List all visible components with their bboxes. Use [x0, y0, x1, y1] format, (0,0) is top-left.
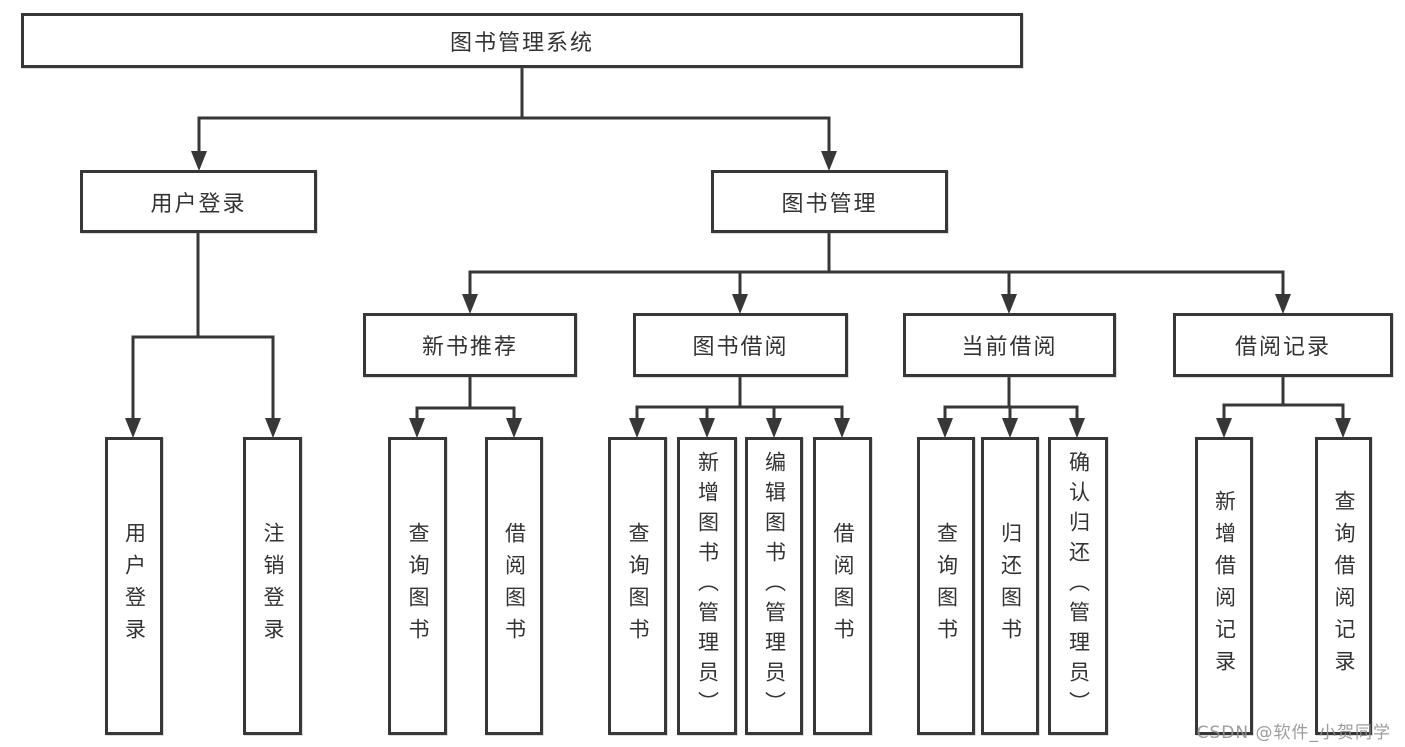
node-book-management-label: 图书管理: [781, 191, 878, 217]
leaf-return-books: 归还图书: [981, 437, 1039, 735]
leaf-borrow-books-1: 借阅图书: [485, 437, 543, 735]
leaf-confirm-return-admin-label: 确认归还（管理员）: [1066, 451, 1091, 721]
leaf-borrow-books-1-label: 借阅图书: [502, 522, 527, 650]
leaf-query-books-2: 查询图书: [608, 437, 667, 735]
leaf-return-books-label: 归还图书: [998, 522, 1023, 650]
node-borrow-records-label: 借阅记录: [1234, 335, 1331, 360]
node-user-login-label: 用户登录: [150, 191, 247, 217]
leaf-query-books-1-label: 查询图书: [406, 522, 430, 650]
leaf-user-login: 用户登录: [105, 437, 163, 735]
node-root: 图书管理系统: [21, 13, 1023, 68]
node-book-borrow: 图书借阅: [633, 313, 848, 377]
leaf-user-login-label: 用户登录: [122, 522, 147, 650]
leaf-query-borrow-record-label: 查询借阅记录: [1332, 490, 1356, 682]
leaf-borrow-books-2-label: 借阅图书: [831, 522, 855, 650]
leaf-add-book-admin-label: 新增图书（管理员）: [695, 451, 720, 721]
node-new-book-recommend: 新书推荐: [363, 313, 577, 377]
leaf-add-borrow-record: 新增借阅记录: [1195, 437, 1253, 735]
leaf-query-books-3: 查询图书: [917, 437, 975, 735]
leaf-logout: 注销登录: [243, 437, 302, 735]
node-borrow-records: 借阅记录: [1173, 313, 1393, 377]
leaf-edit-book-admin-label: 编辑图书（管理员）: [762, 451, 787, 721]
leaf-query-books-1: 查询图书: [388, 437, 447, 735]
node-book-borrow-label: 图书借阅: [692, 335, 789, 360]
leaf-query-books-2-label: 查询图书: [626, 522, 650, 650]
node-user-login: 用户登录: [80, 170, 317, 233]
leaf-logout-label: 注销登录: [261, 522, 285, 650]
node-root-label: 图书管理系统: [449, 30, 594, 56]
leaf-edit-book-admin: 编辑图书（管理员）: [745, 437, 803, 735]
leaf-borrow-books-2: 借阅图书: [813, 437, 872, 735]
leaf-add-book-admin: 新增图书（管理员）: [677, 437, 737, 735]
csdn-watermark: CSDN @软件_小贺同学: [1196, 723, 1391, 743]
leaf-confirm-return-admin: 确认归还（管理员）: [1048, 437, 1108, 735]
node-current-borrow: 当前借阅: [903, 313, 1116, 377]
leaf-query-books-3-label: 查询图书: [934, 522, 959, 650]
node-current-borrow-label: 当前借阅: [961, 335, 1058, 360]
leaf-add-borrow-record-label: 新增借阅记录: [1212, 490, 1237, 682]
node-book-management: 图书管理: [711, 170, 948, 233]
node-new-book-recommend-label: 新书推荐: [421, 335, 518, 360]
leaf-query-borrow-record: 查询借阅记录: [1315, 437, 1372, 735]
